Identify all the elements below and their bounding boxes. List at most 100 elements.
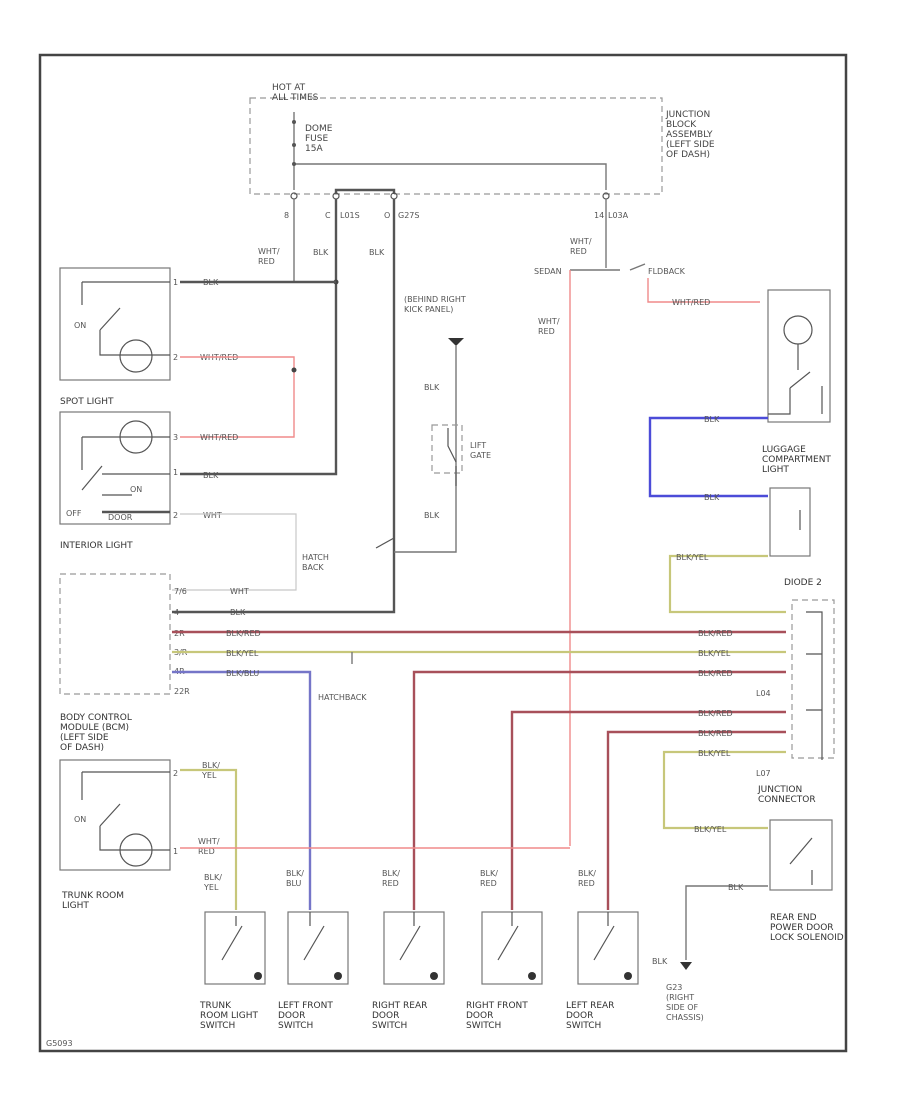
switch-wire-label-3: BLK/RED [480, 869, 498, 888]
svg-text:BLK/RED: BLK/RED [382, 869, 400, 888]
svg-text:BLK: BLK [230, 608, 246, 617]
luggage-light-box [769, 487, 811, 557]
svg-text:WHT/RED: WHT/RED [198, 837, 220, 856]
interior-light-off-label: OFF [66, 509, 82, 518]
diagram-frame [38, 53, 848, 1053]
interior-light-on-label: ON [130, 485, 142, 494]
wire-label-blk-yel-6: BLK/YEL [201, 761, 220, 780]
ground-kick-symbol [448, 338, 464, 346]
diode-box [791, 599, 835, 759]
ground-g23-symbol [680, 962, 692, 970]
wire-label-blk-11: BLK [652, 957, 668, 966]
wire-label-wht-red-6: WHT/RED [672, 298, 710, 307]
wire-label-blk-yel-1: BLK/YEL [676, 553, 709, 562]
switch-wire-label-1: BLK/BLU [286, 869, 304, 888]
wire-label-blk-5: BLK [424, 383, 440, 392]
svg-text:BLK: BLK [704, 415, 720, 424]
svg-text:BLK/RED: BLK/RED [578, 869, 596, 888]
svg-text:L04: L04 [756, 689, 771, 698]
svg-text:BLK: BLK [424, 511, 440, 520]
trunk-room-light-box [59, 759, 171, 871]
svg-text:G27S: G27S [398, 211, 419, 220]
wire-label-wht-1: WHT [203, 511, 222, 520]
svg-text:BLK/RED: BLK/RED [698, 629, 733, 638]
svg-text:DIODE 2: DIODE 2 [784, 578, 822, 588]
map-light-box [59, 267, 171, 381]
svg-text:BLK/YEL: BLK/YEL [676, 553, 709, 562]
wire-label-blk-red-4: BLK/RED [698, 709, 733, 718]
svg-text:WHT/RED: WHT/RED [258, 247, 280, 266]
svg-text:BLK: BLK [652, 957, 668, 966]
wire-label-blk-red-5: BLK/RED [698, 729, 733, 738]
svg-text:1: 1 [173, 278, 178, 287]
svg-text:BLK/RED: BLK/RED [698, 669, 733, 678]
svg-text:FLDBACK: FLDBACK [648, 267, 686, 276]
svg-text:2: 2 [173, 511, 178, 520]
svg-text:1: 1 [173, 468, 178, 477]
wire-label-wht-red-4: WHT/RED [570, 237, 592, 256]
svg-text:ON: ON [74, 321, 86, 330]
svg-text:BLK/RED: BLK/RED [226, 629, 261, 638]
svg-text:BLK/YEL: BLK/YEL [201, 761, 220, 780]
diode-pin-l07: L07 [756, 769, 771, 778]
svg-text:OFF: OFF [66, 509, 82, 518]
svg-text:WHT: WHT [203, 511, 222, 520]
sedan-label: SEDAN [534, 267, 562, 276]
svg-text:BLK: BLK [728, 883, 744, 892]
svg-text:ON: ON [74, 815, 86, 824]
junction-block-outline [249, 97, 663, 195]
svg-text:BLK/YEL: BLK/YEL [203, 873, 222, 892]
svg-text:ON: ON [130, 485, 142, 494]
wire-label-blk-yel-2: BLK/YEL [226, 649, 259, 658]
wire-label-blk-yel-4: BLK/YEL [698, 749, 731, 758]
svg-text:2: 2 [173, 353, 178, 362]
wire-label-wht-red-7: WHT/RED [198, 837, 220, 856]
map-light-on-label: ON [74, 321, 86, 330]
wire-label-blk-yel-5: BLK/YEL [694, 825, 727, 834]
svg-text:22R: 22R [174, 687, 190, 696]
svg-text:BLK: BLK [424, 383, 440, 392]
svg-text:L03A: L03A [608, 211, 629, 220]
svg-text:L07: L07 [756, 769, 771, 778]
wire-label-blk-red-3: BLK/RED [698, 669, 733, 678]
junction-pins: 8 C L01S O G27S 14 L03A [284, 211, 629, 220]
svg-text:7/6: 7/6 [174, 587, 187, 596]
svg-text:8: 8 [284, 211, 289, 220]
svg-text:BLK/BLU: BLK/BLU [226, 669, 259, 678]
diode-pin-l04: L04 [756, 689, 771, 698]
wire-label-blk-8: BLK [704, 493, 720, 502]
wire-label-blk-red-1: BLK/RED [226, 629, 261, 638]
svg-text:BLK: BLK [704, 493, 720, 502]
svg-text:14: 14 [594, 211, 604, 220]
svg-text:4: 4 [174, 608, 179, 617]
svg-text:BLK/YEL: BLK/YEL [698, 649, 731, 658]
spot-light-label: SPOT LIGHT [60, 397, 114, 407]
svg-text:BLK/BLU: BLK/BLU [286, 869, 304, 888]
corner-code: G5093 [46, 1039, 73, 1048]
svg-text:INTERIOR LIGHT: INTERIOR LIGHT [60, 541, 133, 551]
svg-text:BLK/YEL: BLK/YEL [694, 825, 727, 834]
svg-text:SPOT LIGHT: SPOT LIGHT [60, 397, 114, 407]
switch-wire-label-2: BLK/RED [382, 869, 400, 888]
wire-label-blk-red-2: BLK/RED [698, 629, 733, 638]
svg-text:BLK/RED: BLK/RED [698, 709, 733, 718]
svg-text:BLK: BLK [203, 471, 219, 480]
svg-text:BLK: BLK [369, 248, 385, 257]
